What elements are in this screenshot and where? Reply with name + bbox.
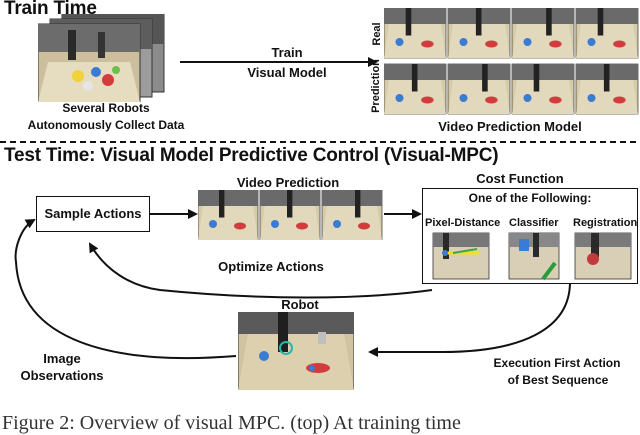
sample-actions-box: Sample Actions	[36, 196, 150, 232]
row-label-prediction: Prediction	[370, 59, 382, 113]
execution-arrow	[368, 281, 571, 357]
image-observations-line1: Image	[43, 351, 81, 366]
robots-label-line2: Autonomously Collect Data	[27, 118, 185, 132]
cost-function-images	[432, 232, 632, 281]
image-observations-line2: Observations	[20, 368, 104, 383]
registration-label: Registration	[573, 217, 638, 229]
robot-data-photo-stack	[38, 14, 168, 102]
predicted-frame-1	[384, 63, 447, 115]
optimize-actions-label: Optimize Actions	[218, 259, 324, 274]
predicted-frame-2	[447, 63, 511, 115]
video-prediction-label: Video Prediction	[236, 175, 340, 190]
execution-label-line2: of Best Sequence	[507, 373, 609, 387]
robots-label-line1: Several Robots	[62, 101, 150, 115]
predicted-video-frame-1	[198, 190, 259, 240]
predicted-video-frame-3	[321, 190, 383, 240]
train-arrow-label-line1: Train	[271, 45, 303, 60]
predicted-frame-4	[575, 63, 639, 115]
train-arrow-label-line2: Visual Model	[247, 65, 327, 80]
sample-actions-label: Sample Actions	[44, 206, 142, 221]
video-prediction-grid	[384, 8, 640, 120]
execution-label-line1: Execution First Action	[493, 356, 621, 370]
robot-label: Robot	[281, 297, 319, 312]
predicted-video-frame-2	[259, 190, 321, 240]
video-prediction-frames	[198, 190, 384, 240]
classifier-label: Classifier	[509, 217, 559, 229]
robot-photo	[238, 312, 354, 390]
one-of-following-label: One of the Following:	[468, 191, 592, 205]
image-observations-arrow	[14, 219, 237, 359]
cost-function-box: One of the Following: Pixel-Distance Cla…	[422, 188, 638, 284]
test-time-heading: Test Time: Visual Model Predictive Contr…	[4, 145, 499, 166]
real-frame-4	[575, 8, 639, 59]
real-frame-1	[384, 8, 447, 59]
row-label-real: Real	[371, 22, 383, 46]
cost-function-label: Cost Function	[476, 171, 564, 186]
video-prediction-model-label: Video Prediction Model	[438, 119, 582, 134]
real-frame-3	[511, 8, 575, 59]
figure-caption: Figure 2: Overview of visual MPC. (top) …	[2, 412, 461, 434]
predicted-frame-3	[511, 63, 575, 115]
pixel-distance-label: Pixel-Distance	[425, 217, 501, 229]
real-frame-2	[447, 8, 511, 59]
